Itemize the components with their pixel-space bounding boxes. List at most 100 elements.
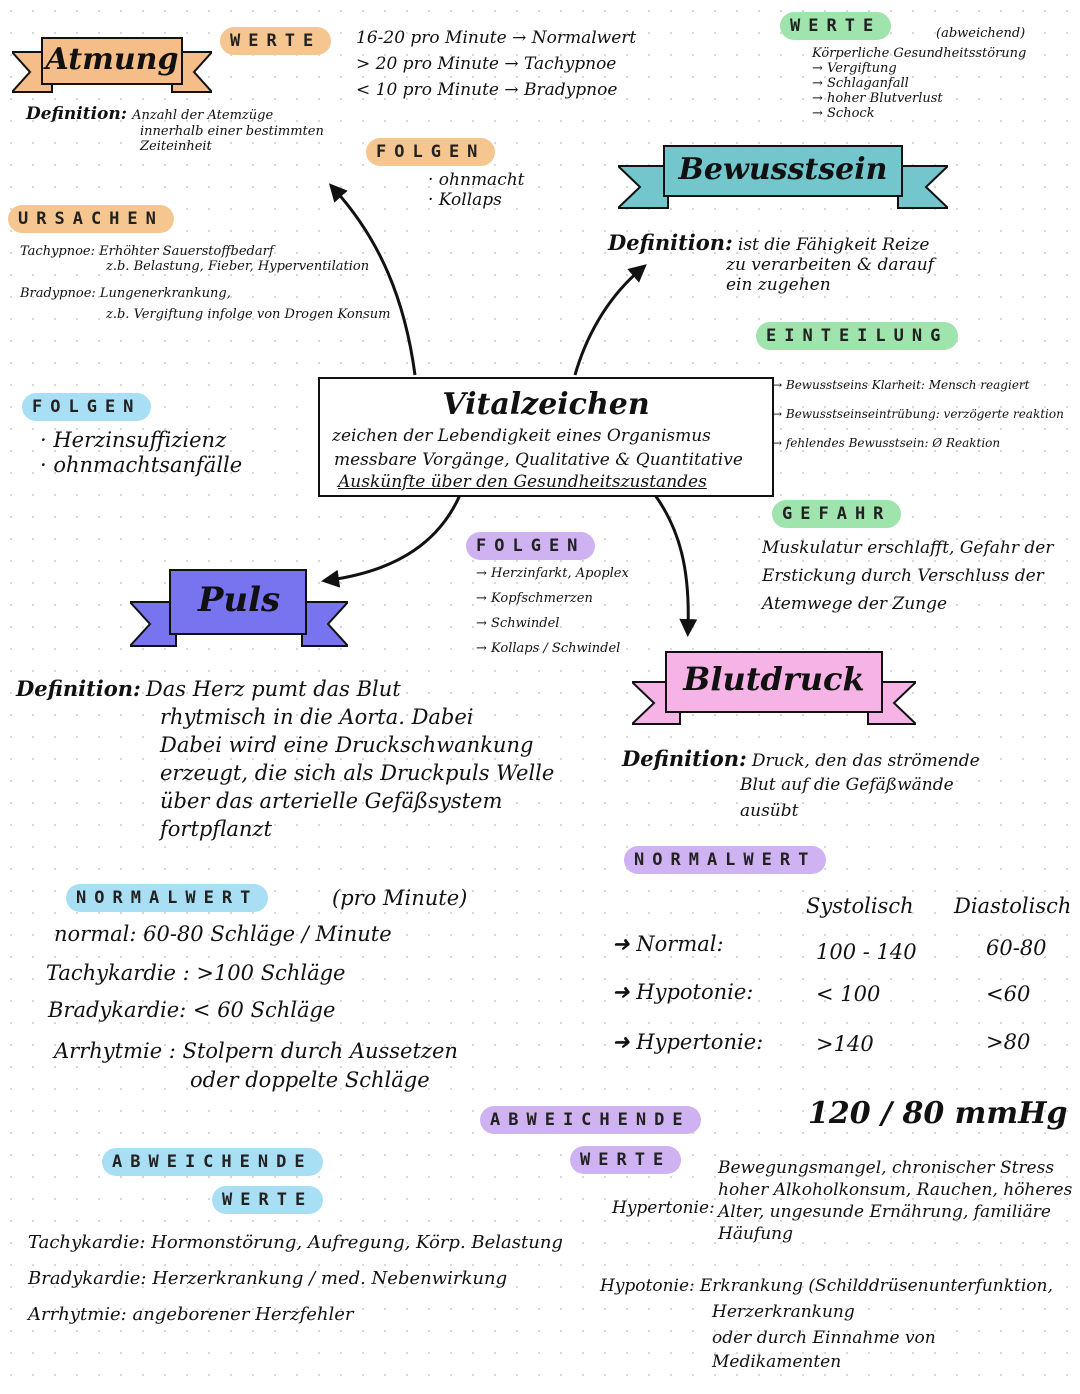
werte-line: → hoher Blutverlust xyxy=(812,91,943,106)
hypotonie-line: Herzerkrankung xyxy=(712,1302,855,1322)
brady-line: Bradykardie: < 60 Schläge xyxy=(48,998,336,1022)
definition-label: Definition: xyxy=(622,746,747,771)
bp-row: ➜ Hypotonie: < 100 <60 xyxy=(612,980,1072,1006)
einteilung-line: → Bewusstseins Klarheit: Mensch reagiert xyxy=(772,378,1030,392)
atmung-folgen2: · Herzinsuffizienz · ohnmachtsanfälle xyxy=(40,428,242,478)
werte-line: → Schock xyxy=(812,106,875,121)
folgen-line: → Schwindel xyxy=(476,616,560,631)
werte-line: → Vergiftung xyxy=(812,61,897,76)
bewusstsein-werte-pill: WERTE xyxy=(780,12,892,40)
folgen-line: → Kollaps / Schwindel xyxy=(476,641,621,656)
definition-line: Das Herz pumt das Blut xyxy=(145,677,401,701)
puls-normalwerte: normal: 60-80 Schläge / Minute Tachykard… xyxy=(46,922,458,1093)
definition-line: rhytmisch in die Aorta. Dabei xyxy=(160,705,474,729)
row-sys: 100 - 140 xyxy=(816,940,917,964)
einteilung-line: → fehlendes Bewusstsein: Ø Reaktion xyxy=(772,436,1001,450)
blutdruck-normalwert-pill: NORMALWERT xyxy=(624,846,827,874)
definition-line: über das arterielle Gefäßsystem xyxy=(160,789,503,813)
definition-line: fortpflanzt xyxy=(160,817,272,841)
folgen-line: → Kopfschmerzen xyxy=(476,591,593,606)
puls-abweichende-werte: Tachykardie: Hormonstörung, Aufregung, K… xyxy=(28,1232,563,1326)
bewusstsein-title: Bewusstsein xyxy=(678,152,888,187)
werte-line: Körperliche Gesundheitsstörung xyxy=(812,46,1027,61)
arrhytmie-line: Arrhytmie : Stolpern durch Aussetzen xyxy=(54,1039,458,1063)
arrow-to-bewusstsein xyxy=(573,264,647,376)
row-label: Hypertonie: xyxy=(636,1030,764,1054)
hypotonie-line: Erkrankung (Schilddrüsenunterfunktion, xyxy=(699,1276,1053,1296)
abw-line: Tachykardie: Hormonstörung, Aufregung, K… xyxy=(28,1232,563,1253)
header-systolisch: Systolisch xyxy=(806,894,914,918)
bp-row: ➜ Normal: 100 - 140 60-80 xyxy=(612,932,1072,964)
ursachen-line: z.b. Belastung, Fieber, Hyperventilation xyxy=(106,259,370,274)
definition-label: Definition: xyxy=(26,104,128,124)
arrhytmie-line: oder doppelte Schläge xyxy=(190,1068,430,1092)
atmung-title: Atmung xyxy=(45,42,179,77)
row-dia: >80 xyxy=(986,1030,1031,1054)
bewusstsein-gefahr: Muskulatur erschlafft, Gefahr der Erstic… xyxy=(762,538,1053,614)
puls-title: Puls xyxy=(197,580,281,620)
row-label: Normal: xyxy=(636,932,724,956)
atmung-banner: Atmung xyxy=(9,30,215,100)
hypotonie-label: Hypotonie: xyxy=(600,1276,695,1296)
puls-normalwert-note: (pro Minute) xyxy=(332,886,468,910)
hypertonie-line: Häufung xyxy=(718,1224,793,1244)
atmung-ursachen: Tachypnoe: Erhöhter Sauerstoffbedarf z.b… xyxy=(20,244,390,322)
banner-ribbon xyxy=(127,569,351,647)
arrow-to-blutdruck xyxy=(653,494,698,637)
bewusstsein-einteilung-pill: EINTEILUNG xyxy=(756,322,959,350)
puls-normalwert-pill: NORMALWERT xyxy=(66,884,269,912)
puls-folgen-pill: FOLGEN xyxy=(466,532,596,560)
banner-ribbon xyxy=(9,37,215,93)
atmung-folgen2-pill: FOLGEN xyxy=(22,393,152,421)
bewusstsein-banner: Bewusstsein xyxy=(615,140,951,212)
werte-line: → Schlaganfall xyxy=(812,76,909,91)
ursachen-line: Tachypnoe: Erhöhter Sauerstoffbedarf xyxy=(20,244,274,259)
arrow-to-puls xyxy=(321,494,462,588)
atmung-werte: 16-20 pro Minute → Normalwert > 20 pro M… xyxy=(356,28,636,100)
abw-line: Arrhytmie: angeborener Herzfehler xyxy=(28,1304,354,1325)
definition-line: ist die Fähigkeit Reize xyxy=(737,235,930,255)
hypertonie-line: Bewegungsmangel, chronischer Stress xyxy=(718,1158,1055,1178)
werte-line: < 10 pro Minute → Bradypnoe xyxy=(356,80,618,100)
banner-ribbon xyxy=(615,145,951,209)
bewusstsein-einteilung: → Bewusstseins Klarheit: Mensch reagiert… xyxy=(772,378,1064,451)
definition-label: Definition: xyxy=(16,676,141,701)
blutdruck-banner: Blutdruck xyxy=(629,648,919,728)
gefahr-line: Muskulatur erschlafft, Gefahr der xyxy=(762,538,1054,558)
bewusstsein-gefahr-pill: GEFAHR xyxy=(772,500,902,528)
normal-line: normal: 60-80 Schläge / Minute xyxy=(54,922,392,946)
row-label: Hypotonie: xyxy=(636,980,754,1004)
definition-line: innerhalb einer bestimmten xyxy=(140,124,324,139)
bp-row: ➜ Hypertonie: >140 >80 xyxy=(612,1030,1072,1056)
definition-line: ausübt xyxy=(740,801,799,821)
atmung-werte-pill: WERTE xyxy=(220,27,332,55)
blutdruck-standardwert: 120 / 80 mmHg xyxy=(808,1096,1068,1131)
ursachen-line: Bradypnoe: Lungenerkrankung, xyxy=(20,286,231,301)
definition-line: Anzahl der Atemzüge xyxy=(132,108,274,123)
header-diastolisch: Diastolisch xyxy=(954,894,1072,918)
hypertonie-label: Hypertonie: xyxy=(612,1198,715,1218)
center-line: messbare Vorgänge, Qualitative & Quantit… xyxy=(334,450,743,470)
puls-werte-pill: WERTE xyxy=(212,1186,324,1214)
bewusstsein-definition: Definition: ist die Fähigkeit Reize zu v… xyxy=(608,230,934,295)
center-title: Vitalzeichen xyxy=(442,387,650,422)
hypertonie-line: Alter, ungesunde Ernährung, familiäre xyxy=(718,1202,1051,1222)
blutdruck-abweichende-pill: ABWEICHENDE xyxy=(480,1106,701,1134)
center-line: Auskünfte über den Gesundheitszustandes xyxy=(338,472,707,492)
blutdruck-title: Blutdruck xyxy=(683,660,865,698)
puls-folgen: → Herzinfarkt, Apoplex → Kopfschmerzen →… xyxy=(476,566,629,656)
row-arrow: ➜ xyxy=(612,980,637,1004)
puls-abweichende-pill: ABWEICHENDE xyxy=(102,1148,323,1176)
hypotonie-line: oder durch Einnahme von xyxy=(712,1328,936,1348)
folgen-line: · Kollaps xyxy=(428,190,502,210)
definition-line: zu verarbeiten & darauf xyxy=(726,255,935,275)
row-dia: <60 xyxy=(986,982,1031,1006)
atmung-definition: Definition: Anzahl der Atemzüge innerhal… xyxy=(26,104,324,154)
abw-line: Bradykardie: Herzerkrankung / med. Neben… xyxy=(28,1268,508,1289)
folgen2-line: · Herzinsuffizienz xyxy=(40,428,227,452)
definition-line: ein zugehen xyxy=(726,275,831,295)
puls-banner: Puls xyxy=(127,566,351,650)
bewusstsein-werte-note: (abweichend) xyxy=(936,26,1026,41)
center-line: zeichen der Lebendigkeit eines Organismu… xyxy=(332,426,711,446)
